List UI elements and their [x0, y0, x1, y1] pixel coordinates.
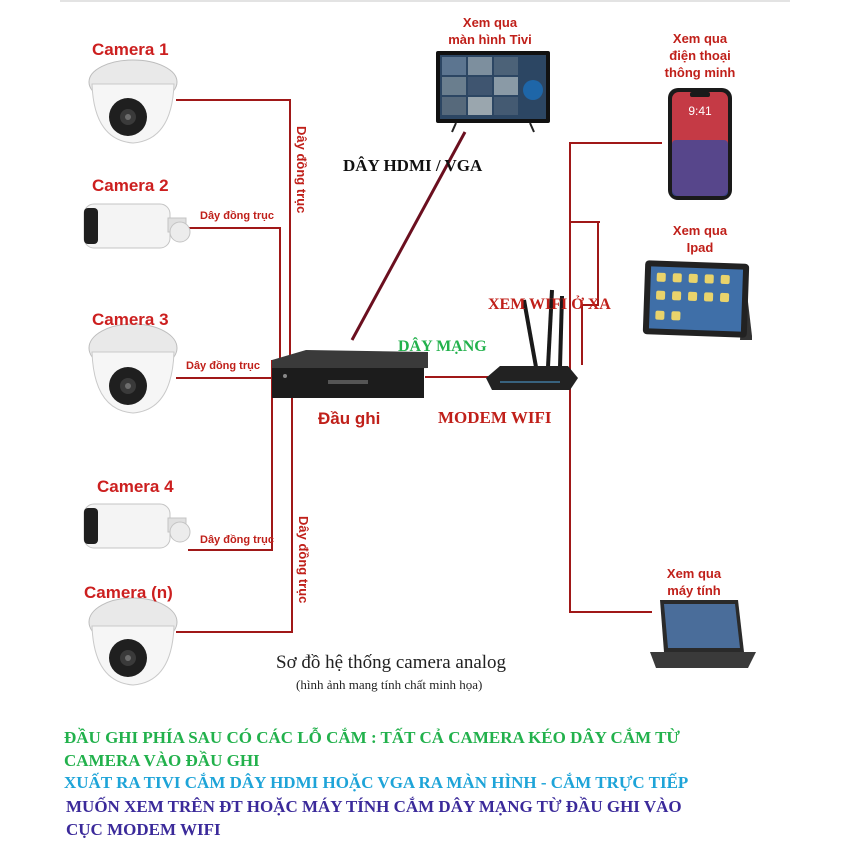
- camera-3-label: Camera 3: [92, 310, 169, 330]
- hdmi-label: DÂY HDMI / VGA: [343, 156, 482, 176]
- camera-4-label: Camera 4: [97, 477, 174, 497]
- camera-2-label: Camera 2: [92, 176, 169, 196]
- footer-line-4: MUỐN XEM TRÊN ĐT HOẶC MÁY TÍNH CẮM DÂY M…: [66, 797, 682, 817]
- view-phone-label: Xem qua điện thoại thông minh: [652, 30, 748, 81]
- view-pc-line1: Xem qua: [646, 565, 742, 582]
- modem-label: MODEM WIFI: [438, 408, 552, 428]
- diagram-subtitle: (hình ảnh mang tính chất minh họa): [296, 677, 482, 693]
- cable-camera-2: [188, 228, 280, 365]
- camera-n-icon: [89, 598, 177, 685]
- view-tv-line1: Xem qua: [432, 14, 548, 31]
- phone-time: 9:41: [668, 104, 732, 118]
- cable-label-camera-4: Dây đồng trục: [200, 534, 274, 546]
- cable-label-vertical-bottom: Dây đồng trục: [296, 516, 311, 646]
- cable-devices-trunk: [570, 143, 662, 612]
- camera-2-icon: [84, 204, 190, 248]
- network-cable-label: DÂY MẠNG: [398, 338, 487, 356]
- camera-3-icon: [89, 324, 177, 413]
- cable-label-camera-3: Dây đồng trục: [186, 360, 260, 372]
- footer-line-2: CAMERA VÀO ĐẦU GHI: [64, 751, 260, 771]
- recorder-icon: [272, 350, 428, 398]
- camera-1-label: Camera 1: [92, 40, 169, 60]
- view-phone-line1: Xem qua: [652, 30, 748, 47]
- view-pc-label: Xem qua máy tính: [646, 565, 742, 599]
- tv-icon: [436, 51, 550, 132]
- recorder-label: Đầu ghi: [318, 409, 380, 429]
- footer-line-3: XUẤT RA TIVI CẮM DÂY HDMI HOẶC VGA RA MÀ…: [64, 773, 688, 793]
- camera-4-icon: [84, 504, 190, 548]
- view-ipad-line2: Ipad: [652, 239, 748, 256]
- cable-ipad: [582, 222, 598, 365]
- cable-label-vertical-top: Dây đồng trục: [294, 126, 309, 256]
- remote-wifi-label: XEM WIFI Ở XA: [488, 296, 611, 314]
- view-phone-line2: điện thoại: [652, 47, 748, 64]
- cable-camera-n: [176, 395, 292, 632]
- camera-n-label: Camera (n): [84, 583, 173, 603]
- diagram-title: Sơ đồ hệ thống camera analog: [276, 652, 506, 674]
- view-tv-label: Xem qua màn hình Tivi: [432, 14, 548, 48]
- camera-1-icon: [89, 60, 177, 143]
- cable-label-camera-2: Dây đồng trục: [200, 210, 274, 222]
- view-pc-line2: máy tính: [646, 582, 742, 599]
- view-ipad-label: Xem qua Ipad: [652, 222, 748, 256]
- ipad-icon: [643, 260, 752, 340]
- view-tv-line2: màn hình Tivi: [432, 31, 548, 48]
- footer-line-5: CỤC MODEM WIFI: [66, 820, 221, 840]
- view-phone-line3: thông minh: [652, 64, 748, 81]
- footer-line-1: ĐẦU GHI PHÍA SAU CÓ CÁC LỖ CẮM : TẤT CẢ …: [64, 728, 680, 748]
- cable-camera-4: [188, 392, 272, 550]
- laptop-icon: [650, 600, 756, 668]
- view-ipad-line1: Xem qua: [652, 222, 748, 239]
